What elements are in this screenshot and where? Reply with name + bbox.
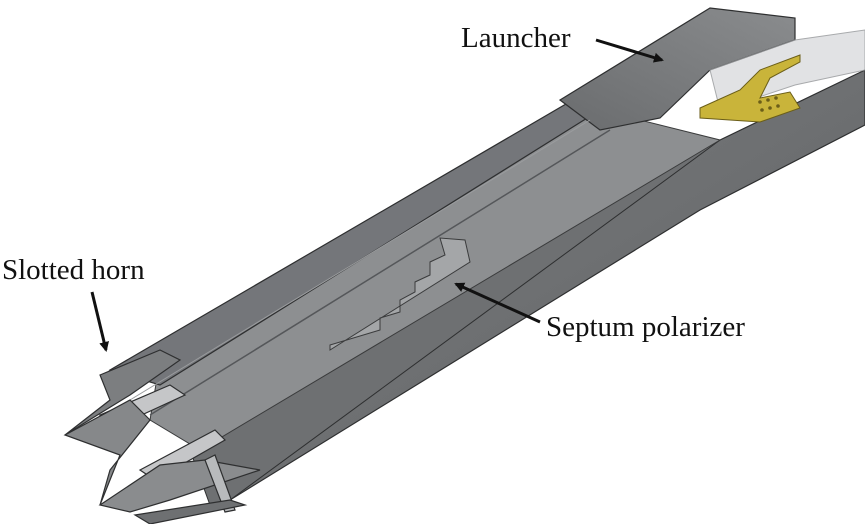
- horn-arrow: [90, 291, 109, 352]
- septum-arrow: [454, 282, 541, 324]
- septum-plate: [329, 237, 471, 351]
- inner-ridge: [149, 129, 611, 416]
- slotted-horn-label: Slotted horn: [2, 254, 145, 286]
- slotted-horn: [63, 349, 261, 525]
- inner-ridge-2: [129, 119, 591, 401]
- pcb-vias: [758, 96, 780, 112]
- pcb-board: [699, 54, 801, 123]
- launcher-arrow: [595, 38, 664, 63]
- launcher-label: Launcher: [461, 22, 571, 54]
- septum-polarizer-label: Septum polarizer: [546, 311, 745, 343]
